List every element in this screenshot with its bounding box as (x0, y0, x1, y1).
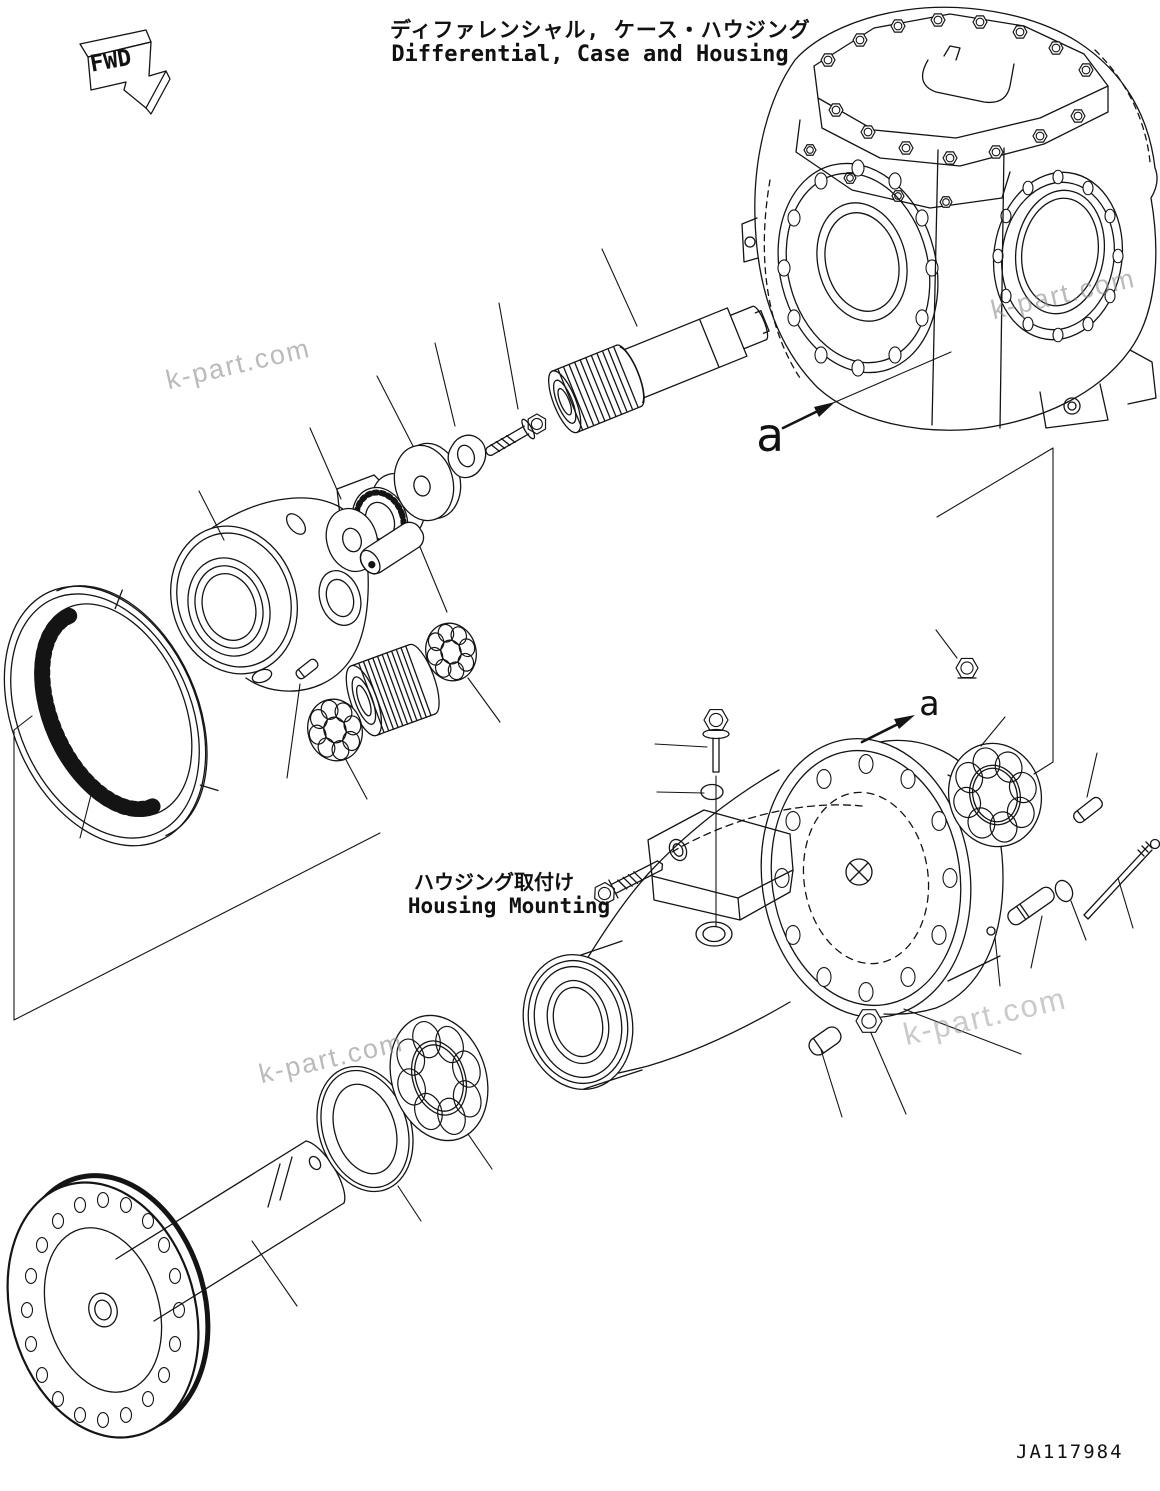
housing-mounting-label-japanese: ハウジング取付け (414, 870, 574, 894)
differential-case-and-housing (741, 6, 1158, 431)
small-pin (295, 658, 319, 680)
hex-plug (956, 658, 978, 677)
plug-nut (856, 1010, 882, 1033)
dowel-pin (1073, 796, 1103, 824)
title-japanese: ディファレンシャル, ケース・ハウジング (390, 18, 811, 42)
fwd-arrow-icon (79, 29, 171, 115)
bearing-small-left (301, 693, 369, 767)
carrier-bearing (937, 733, 1053, 857)
bearing-small-right (419, 618, 482, 687)
lock-plate (447, 434, 487, 479)
view-arrow-a1 (781, 351, 952, 430)
drawing-number: JA117984 (1016, 1441, 1124, 1463)
ring-gear (3, 585, 219, 847)
housing-mounting-label-english: Housing Mounting (407, 894, 611, 918)
o-ring (700, 783, 724, 801)
left-flange (777, 162, 939, 374)
drain-plug (808, 1026, 842, 1056)
bolt (485, 409, 551, 457)
pinion-shaft (548, 305, 770, 434)
spider-pin (359, 521, 425, 575)
housing-side-parts (937, 658, 1160, 936)
axle-shaft (6, 1003, 504, 1439)
small-o-ring (1054, 879, 1074, 903)
leader-lines (79, 248, 1134, 1307)
axle-bearing (375, 1003, 504, 1154)
view-boundary-lines (13, 447, 1054, 1021)
view-marker-a1: a (756, 408, 784, 462)
axle-housing (522, 710, 1004, 1091)
tapered-roller-bearing (345, 643, 440, 737)
view-arrow-a2 (860, 715, 915, 744)
title-english: Differential, Case and Housing (391, 42, 789, 67)
view-marker-a2: a (919, 684, 940, 724)
breather-plug (703, 710, 729, 773)
stud (1083, 838, 1160, 920)
short-pin (1007, 886, 1055, 926)
mounting-bolt (590, 860, 664, 907)
steel-ball (986, 926, 996, 936)
